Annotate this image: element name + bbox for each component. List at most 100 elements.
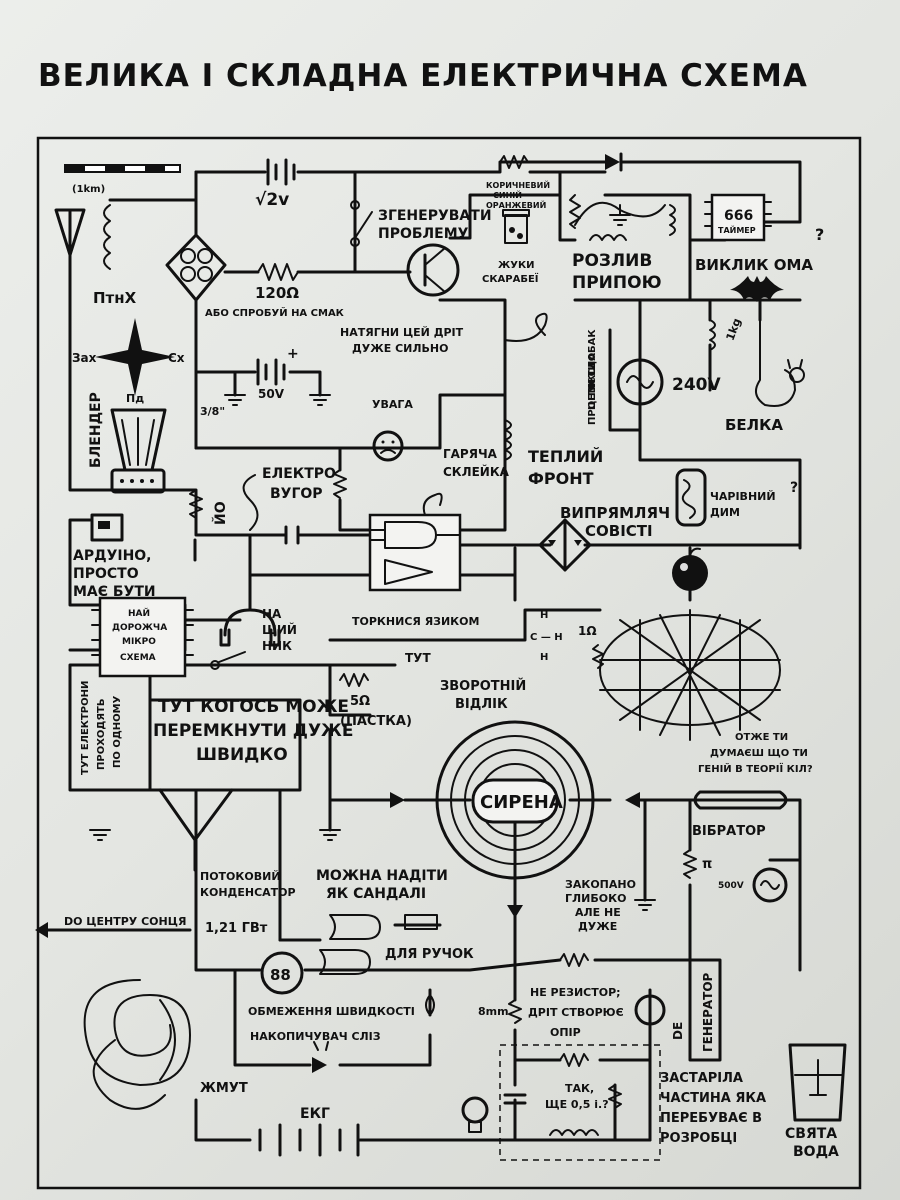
battery-50v-icon — [256, 358, 286, 386]
label-on: НА — [262, 607, 282, 621]
label-capacitor: КОНДЕНСАТОР — [200, 886, 296, 899]
label-attention: УВАГА — [372, 398, 413, 411]
label-touch-tongue: ТОРКНИСЯ ЯЗИКОМ — [352, 615, 479, 628]
label-to-sun: DO ЦЕНТРУ СОНЦЯ — [64, 915, 186, 928]
label-siren: СИРЕНА — [480, 792, 563, 813]
resistor-8mm-icon — [508, 999, 522, 1024]
label-500v: 500V — [718, 881, 744, 891]
label-switch-fast: ПЕРЕМКНУТИ ДУЖЕ — [153, 721, 353, 741]
label-electrons: ТУТ ЕЛЕКТРОНИ — [80, 681, 91, 775]
ac-source-240-icon — [616, 358, 664, 406]
inductor-coil-icon — [103, 204, 111, 270]
label-ekg: ЕКГ — [300, 1106, 330, 1122]
label-flux: ПОТОКОВИЙ — [200, 870, 281, 883]
label-for-handles: ДЛЯ РУЧОК — [385, 947, 474, 962]
motor-icon — [634, 994, 666, 1026]
label-question: ? — [815, 225, 824, 244]
label-solder: ПРИПОЮ — [572, 273, 662, 293]
label-water: ВОДА — [793, 1144, 839, 1160]
labels: (1km) √2v ЗГЕНЕРУВАТИ ПРОБЛЕМУ КОРИЧНЕВИ… — [64, 179, 839, 1160]
label-holy: СВЯТА — [785, 1126, 837, 1142]
capacitor-icon — [284, 525, 300, 545]
blender-icon — [110, 408, 167, 494]
label-question-2: ? — [790, 480, 798, 496]
label-sandals: ЯК САНДАЛІ — [326, 886, 426, 902]
headphones-icon — [219, 608, 281, 647]
label-1-21-gw: 1,21 ГВт — [205, 921, 268, 936]
label-120-ohm: 120Ω — [255, 284, 299, 302]
label-in: ПЕРЕБУВАЄ В — [660, 1111, 762, 1126]
diode-icon — [605, 154, 620, 170]
resistor-icon — [559, 953, 589, 967]
label-buried: ЗАКОПАНО — [565, 878, 636, 891]
resistor-brown-icon — [499, 155, 529, 169]
frame-border — [36, 136, 862, 1190]
label-generate: ЗГЕНЕРУВАТИ — [378, 208, 492, 224]
ac-source-500v-icon — [752, 867, 788, 903]
ground-icon — [309, 394, 331, 406]
label-hot: ГАРЯЧА — [443, 447, 498, 461]
label-12v: √2v — [255, 190, 289, 210]
label-part: ЧАСТИНА ЯКА — [660, 1091, 766, 1106]
label-scarabs: СКАРАБЕЇ — [482, 271, 539, 285]
diode-icon — [625, 792, 640, 808]
label-wire-creates: ДРІТ СТВОРЮЄ — [528, 1006, 624, 1019]
label-very-hard: ДУЖЕ СИЛЬНО — [352, 342, 448, 355]
label-8mm: 8mm — [478, 1005, 509, 1018]
wires — [38, 160, 802, 1142]
label-genius: ГЕНІЙ В ТЕОРІЇ КІЛ? — [698, 761, 813, 775]
label-circuit: СХЕМА — [120, 653, 156, 663]
lightbulb-icon — [461, 1096, 489, 1133]
inductor-1kg-icon — [709, 319, 716, 351]
label-666: 666 — [724, 208, 753, 224]
label-vibrator: ВІБРАТОР — [692, 824, 766, 839]
resistor-icon — [608, 1084, 622, 1109]
arrow-left-icon — [35, 922, 48, 938]
resistor-pi-icon — [683, 849, 697, 879]
label-can-wear: МОЖНА НАДІТИ — [316, 868, 448, 884]
label-splice: СКЛЕЙКА — [443, 464, 510, 479]
resistor-120-icon — [257, 263, 299, 281]
switch-generate-problem[interactable] — [350, 200, 373, 247]
label-deep: ГЛИБОКО — [565, 892, 626, 905]
label-squirrel: БЕЛКА — [725, 416, 783, 434]
bomb-icon — [672, 547, 708, 591]
label-conscience: СОВІСТІ — [585, 522, 653, 540]
resistor-icon — [559, 1053, 589, 1067]
label-blue: СИНІЙ — [493, 189, 522, 200]
nand-gate-icon — [319, 949, 371, 975]
transistor-icon — [406, 243, 460, 297]
magic-smoke-capsule-icon — [675, 468, 707, 527]
label-quickly: ШВИДКО — [196, 745, 288, 765]
label-must-be: МАЄ БУТИ — [73, 584, 156, 600]
microchip-icon — [91, 596, 194, 678]
resistor-yo-icon — [189, 489, 203, 519]
inductor-small-icon — [669, 204, 676, 236]
label-one-by-one: ПО ОДНОМУ — [112, 695, 123, 768]
switch-short-circuit[interactable] — [210, 651, 246, 670]
scarab-beetle-jar-icon — [502, 209, 530, 244]
label-pull-wire: НАТЯГНИ ЦЕЙ ДРІТ — [340, 326, 464, 339]
resistor-5ohm-icon — [339, 673, 369, 687]
y-junction-icon — [158, 788, 234, 872]
label-1-ohm: 1Ω — [578, 624, 597, 638]
label-240v: 240V — [672, 375, 721, 395]
ekg-battery-chain-icon — [258, 1123, 360, 1157]
ground-icon — [609, 204, 631, 226]
resistor-icon — [333, 469, 347, 499]
solder-squiggle — [574, 201, 666, 226]
plug-squiggle — [504, 312, 548, 342]
label-smoke: ДИМ — [710, 506, 740, 519]
label-someone: ТУТ КОГОСЬ МОЖЕ — [158, 697, 349, 717]
label-electro: ЕЛЕКТРО — [262, 466, 336, 482]
label-here: ТУТ — [405, 651, 431, 665]
antenna-icon — [54, 208, 86, 257]
potentiometer-icon — [569, 194, 581, 229]
label-magic: ЧАРІВНИЙ — [710, 490, 776, 503]
label-spill: РОЗЛИВ — [572, 251, 652, 271]
label-south: Пд — [126, 392, 144, 405]
battery-icon — [266, 158, 296, 186]
label-orange: ОРАНЖЕВИЙ — [486, 199, 546, 210]
label-tears: НАКОПИЧУВАЧ СЛІЗ — [250, 1030, 381, 1043]
label-if: ЦЕ ЯКЩО — [587, 353, 598, 410]
